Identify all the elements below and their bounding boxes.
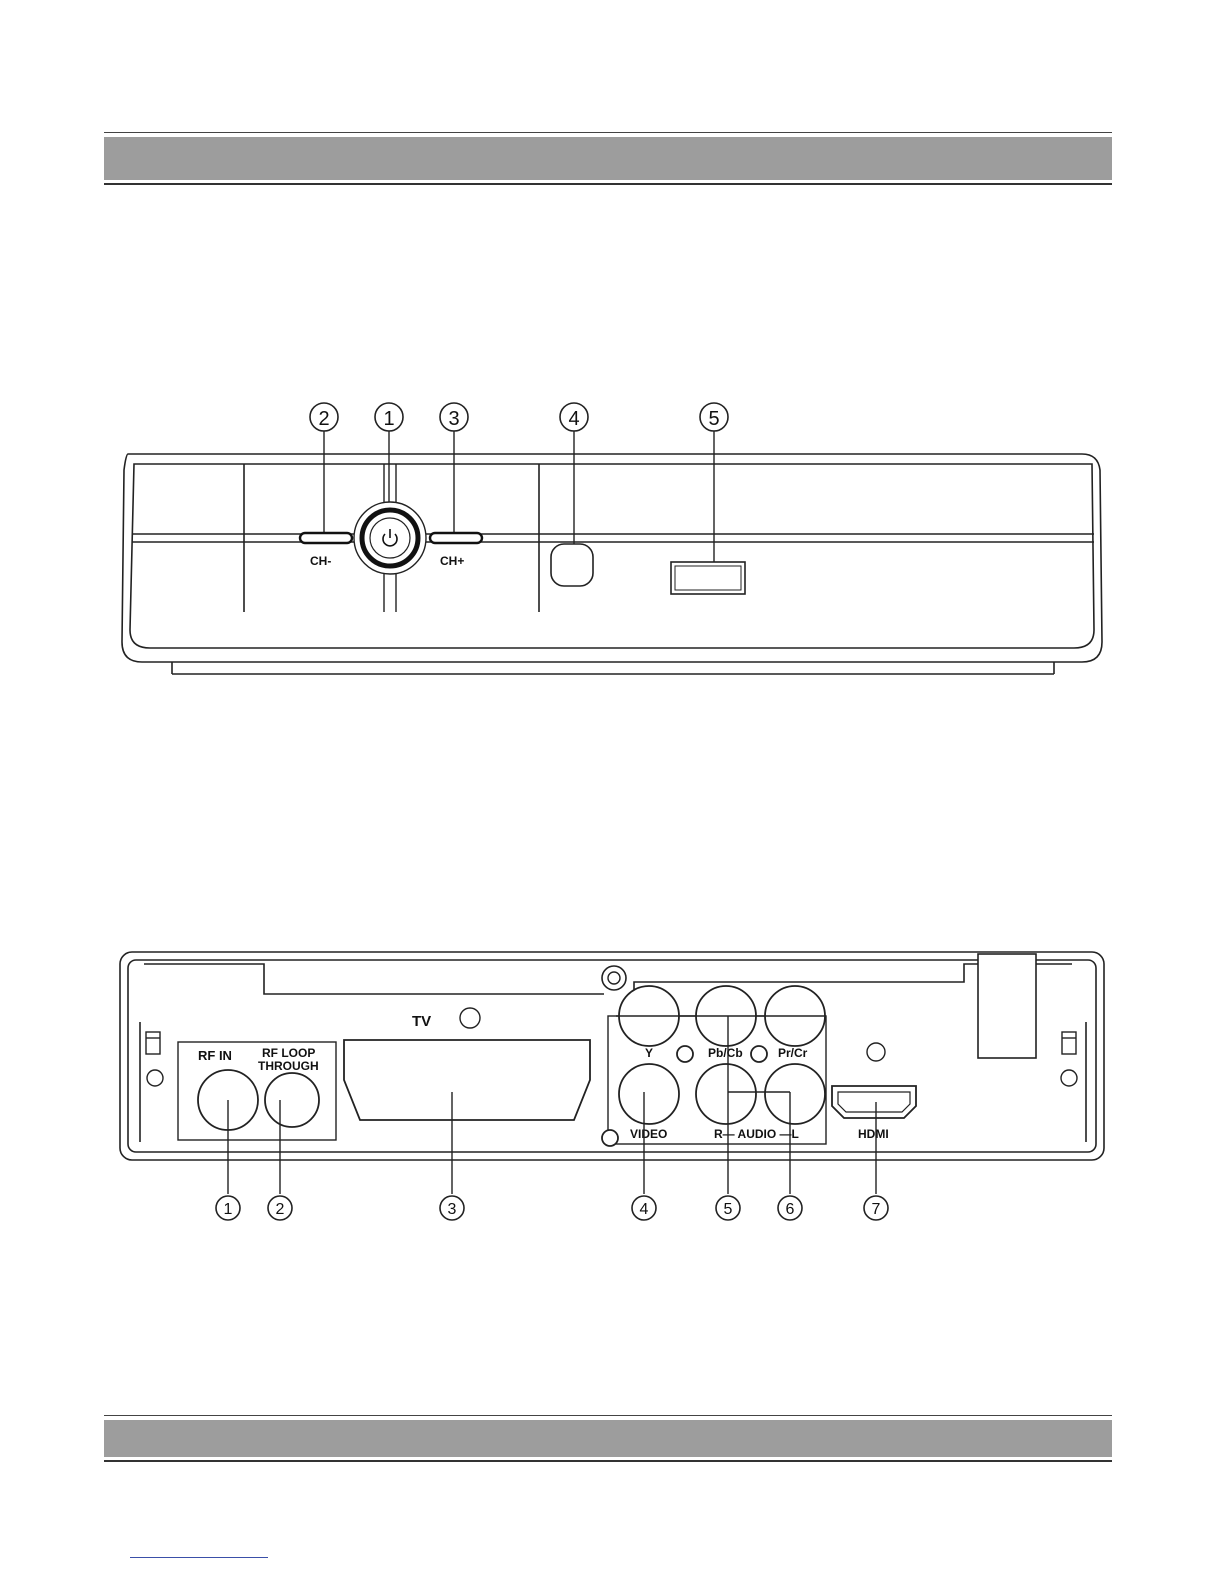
scart-indicator-hole [460,1008,480,1028]
audio-l-jack[interactable] [765,1064,825,1124]
rf-loop-through-connector[interactable] [265,1073,319,1127]
header-rule-top [104,132,1112,133]
footer-rule-top [104,1415,1112,1416]
rear-callout-2: 2 [276,1201,285,1218]
pr-cr-label: Pr/Cr [778,1046,808,1060]
ch-minus-label: CH- [310,554,331,568]
front-callout-2: 2 [318,408,329,430]
front-callout-4: 4 [568,408,579,430]
footer-band [104,1415,1112,1463]
tv-scart-label: TV [412,1013,431,1030]
video-jack[interactable] [619,1064,679,1124]
hdmi-indicator-hole [867,1043,885,1061]
header-rule-bottom [104,183,1112,185]
vent-cutout [978,954,1036,1058]
video-label: VIDEO [630,1127,667,1141]
header-bar [104,137,1112,180]
rf-loop-label-line2: THROUGH [258,1059,319,1073]
front-callouts: 2 1 3 4 5 [310,403,728,431]
ground-screw [602,966,626,990]
rear-callout-4: 4 [640,1201,649,1218]
front-panel-diagram: 2 1 3 4 5 CH- CH+ [104,392,1112,692]
front-callout-1: 1 [383,408,394,430]
rear-callout-6: 6 [786,1201,795,1218]
footer-link-underline[interactable] [130,1557,268,1558]
ch-plus-label: CH+ [440,554,464,568]
rear-panel-diagram: RF IN RF LOOP THROUGH TV Y Pb/Cb Pr/Cr V… [104,942,1112,1232]
rear-callout-5: 5 [724,1201,733,1218]
hdmi-label: HDMI [858,1127,889,1141]
y-label: Y [645,1046,653,1060]
footer-rule-bottom [104,1460,1112,1462]
footer-bar [104,1420,1112,1457]
rear-callout-1: 1 [224,1201,233,1218]
rear-callout-3: 3 [448,1201,457,1218]
hdmi-connector[interactable] [832,1086,916,1118]
header-band [104,132,1112,188]
ch-minus-button[interactable] [300,533,352,543]
power-button[interactable] [354,502,426,574]
front-callout-5: 5 [708,408,719,430]
rf-loop-label-line1: RF LOOP [262,1046,315,1060]
ir-sensor-window [551,544,593,586]
scart-connector[interactable] [344,1040,590,1120]
ch-plus-button[interactable] [430,533,482,543]
audio-r-jack[interactable] [696,1064,756,1124]
front-callout-3: 3 [448,408,459,430]
rf-in-label: RF IN [198,1048,232,1063]
front-body [122,454,1102,674]
display-window [671,562,745,594]
audio-label: R— AUDIO —L [714,1127,799,1141]
rear-callout-7: 7 [872,1201,881,1218]
pb-cb-label: Pb/Cb [708,1046,743,1060]
